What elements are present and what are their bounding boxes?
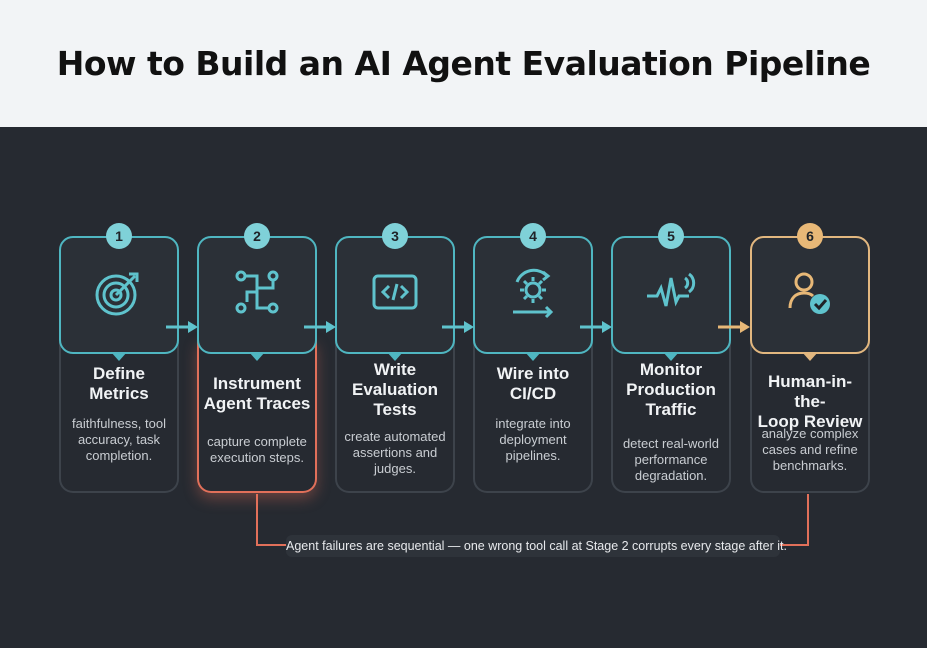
trace-flow-icon	[235, 270, 279, 314]
code-window-icon	[372, 274, 418, 310]
arrow-right-icon	[166, 321, 198, 333]
step-card-body	[750, 340, 870, 493]
step-pointer	[387, 352, 403, 361]
step-card-body	[611, 340, 731, 493]
step-number-badge: 3	[382, 223, 408, 249]
step-card-body	[335, 340, 455, 493]
diagram-background	[0, 127, 927, 648]
page-title: How to Build an AI Agent Evaluation Pipe…	[56, 44, 871, 83]
step-pointer	[663, 352, 679, 361]
step-number-badge: 1	[106, 223, 132, 249]
arrow-right-icon	[718, 321, 750, 333]
step-number-badge: 6	[797, 223, 823, 249]
step-number-badge: 4	[520, 223, 546, 249]
step-title: Human-in-the-Loop Review	[757, 372, 863, 431]
step-number-badge: 2	[244, 223, 270, 249]
arrow-right-icon	[304, 321, 336, 333]
step-pointer	[802, 352, 818, 361]
title-band: How to Build an AI Agent Evaluation Pipe…	[0, 0, 927, 127]
step-pointer	[525, 352, 541, 361]
step-card-body	[197, 340, 317, 493]
user-check-icon	[788, 272, 830, 314]
target-icon	[95, 272, 139, 316]
step-card-body	[473, 340, 593, 493]
gear-cycle-icon	[513, 268, 554, 319]
arrow-right-icon	[580, 321, 612, 333]
sequential-failure-note: Agent failures are sequential — one wron…	[286, 535, 787, 557]
step-card-body	[59, 340, 179, 493]
arrow-right-icon	[442, 321, 474, 333]
step-pointer	[111, 352, 127, 361]
step-card-header	[59, 236, 179, 354]
step-pointer	[249, 352, 265, 361]
pulse-signal-icon	[647, 272, 696, 307]
step-number-badge: 5	[658, 223, 684, 249]
